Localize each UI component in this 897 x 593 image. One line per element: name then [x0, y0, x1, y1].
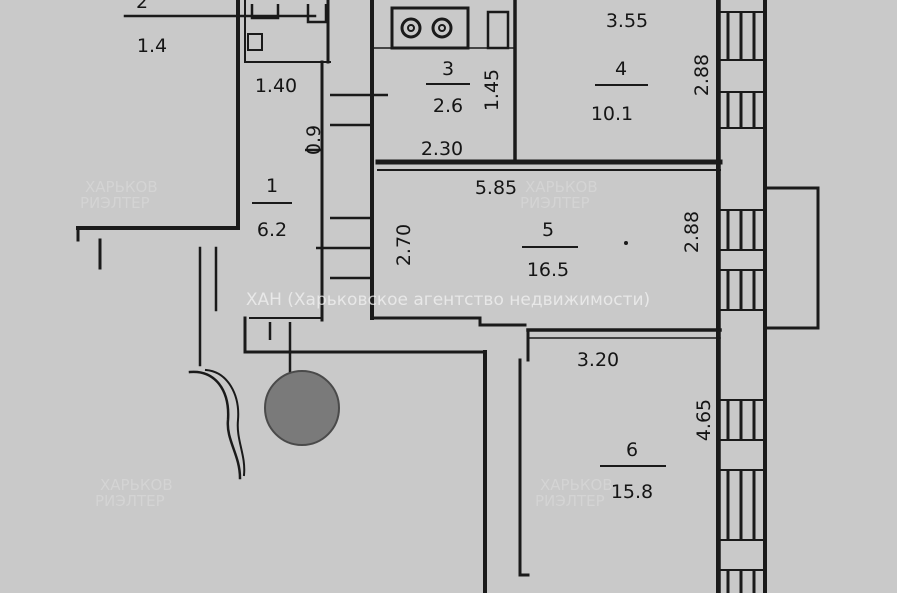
fixtures [247, 4, 510, 51]
dim-1-45: 1.45 [481, 69, 503, 111]
room-area: 1.4 [137, 35, 167, 57]
svg-text:ХАРЬКОВ: ХАРЬКОВ [100, 476, 173, 494]
room-number: 5 [542, 219, 554, 241]
svg-text:РИЭЛТЕР: РИЭЛТЕР [520, 194, 590, 212]
room-number: 6 [626, 439, 638, 461]
room-3-label: 3 2.6 [426, 58, 470, 117]
dim-2-70: 2.70 [393, 224, 415, 266]
room-area: 16.5 [527, 259, 569, 281]
room-number: 2 [136, 0, 148, 13]
room-area: 2.6 [433, 95, 463, 117]
watermark: ХАН (Харьковское агентство недвижимости) [246, 290, 650, 310]
window-crossbars [720, 11, 765, 571]
room-2-label: 2 1.4 [136, 0, 167, 57]
room-number: 3 [442, 58, 454, 80]
room-1-label: 1 6.2 [252, 175, 292, 241]
windows [726, 12, 756, 593]
door-ticks [268, 93, 388, 375]
room-number: 4 [615, 58, 627, 80]
dim-2-88-top: 2.88 [691, 54, 713, 96]
dim-3-55: 3.55 [606, 10, 648, 32]
dim-0-9: 0.9 [303, 125, 325, 155]
svg-text:ХАРЬКОВ: ХАРЬКОВ [85, 178, 158, 196]
room-area: 6.2 [257, 219, 287, 241]
room-5-label: 5 16.5 [522, 219, 578, 281]
dimension-labels: 1.40 3.55 2.30 5.85 3.20 2.88 1.45 2.70 … [255, 10, 715, 441]
svg-text:РИЭЛТЕР: РИЭЛТЕР [80, 194, 150, 212]
svg-text:ХАРЬКОВ: ХАРЬКОВ [540, 476, 613, 494]
dim-2-30: 2.30 [421, 138, 463, 160]
walls [76, 0, 820, 593]
svg-text:РИЭЛТЕР: РИЭЛТЕР [95, 492, 165, 510]
dim-2-88-mid: 2.88 [681, 211, 703, 253]
room-4-label: 4 10.1 [591, 58, 648, 125]
room-area: 15.8 [611, 481, 653, 503]
room-labels: 2 1.4 3 2.6 4 10.1 1 6.2 5 16.5 6 15.8 [136, 0, 666, 503]
dim-1-40: 1.40 [255, 75, 297, 97]
room-5-dot [624, 241, 628, 245]
svg-text:ХАРЬКОВ: ХАРЬКОВ [525, 178, 598, 196]
room-number: 1 [266, 175, 278, 197]
faint-brand-marks: ХАРЬКОВ РИЭЛТЕР ХАРЬКОВ РИЭЛТЕР ХАРЬКОВ … [80, 178, 613, 510]
dim-4-65: 4.65 [693, 399, 715, 441]
svg-text:РИЭЛТЕР: РИЭЛТЕР [535, 492, 605, 510]
room-6-label: 6 15.8 [600, 439, 666, 503]
location-marker [264, 370, 340, 446]
dim-3-20: 3.20 [577, 349, 619, 371]
room-area: 10.1 [591, 103, 633, 125]
dim-5-85: 5.85 [475, 177, 517, 199]
